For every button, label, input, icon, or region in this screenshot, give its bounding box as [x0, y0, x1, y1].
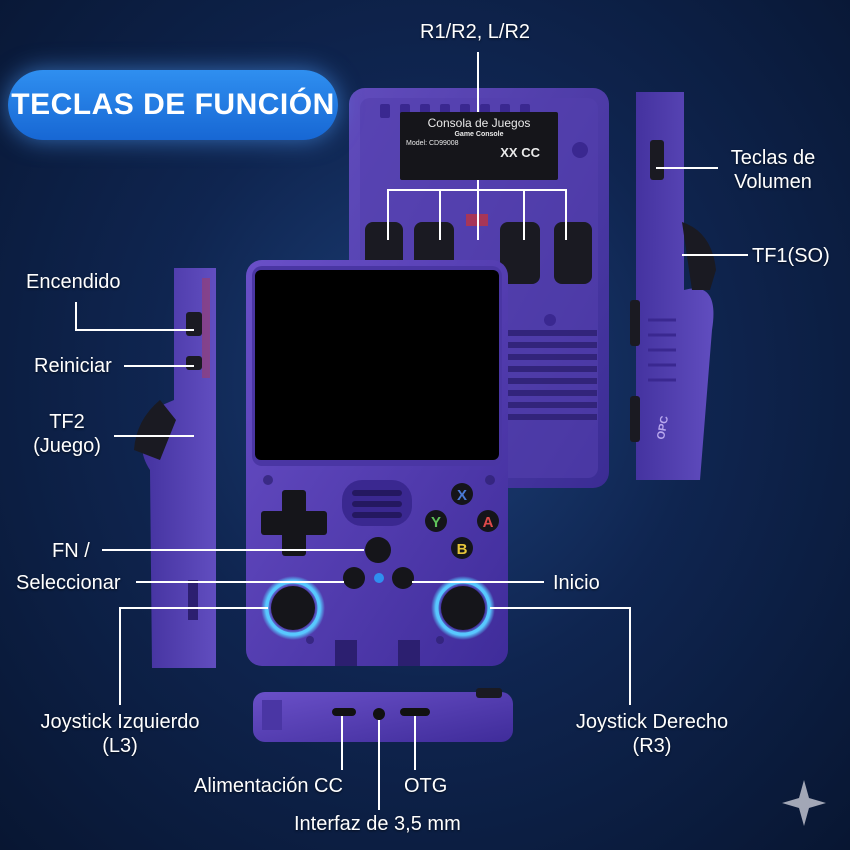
select-button[interactable] — [343, 567, 365, 589]
label-fn: FN / — [52, 540, 90, 562]
label-start: Inicio — [553, 572, 600, 594]
right-joystick[interactable] — [431, 576, 495, 640]
otg-port — [400, 708, 430, 716]
sparkle-icon — [782, 780, 826, 826]
label-reset: Reiniciar — [34, 355, 112, 377]
sticker-model: Model: CD99008 — [406, 140, 459, 147]
label-volume-line2: Volumen — [734, 171, 812, 193]
label-right-joystick: Joystick Derecho (R3) — [560, 710, 744, 758]
fn-button[interactable] — [365, 537, 391, 563]
power-led — [374, 573, 384, 583]
label-power: Encendido — [26, 271, 121, 293]
side-print: OPC — [655, 415, 671, 441]
button-y-label: Y — [431, 514, 441, 531]
button-x-label: X — [457, 487, 467, 504]
label-dc-power: Alimentación CC — [194, 775, 343, 797]
label-volume: Teclas de Volumen — [722, 146, 824, 194]
label-left-joystick: Joystick Izquierdo (L3) — [22, 710, 218, 758]
sticker-title: Consola de Juegos — [427, 116, 531, 130]
button-b-label: B — [457, 541, 468, 558]
dpad[interactable] — [261, 490, 327, 556]
label-tf2-line2: (Juego) — [33, 435, 101, 457]
page-title: TECLAS DE FUNCIÓN — [8, 70, 338, 140]
label-tf2: TF2 (Juego) — [26, 410, 108, 458]
label-right-joystick-line1: Joystick Derecho — [575, 711, 729, 733]
front-view — [246, 260, 508, 666]
button-a-label: A — [483, 514, 494, 531]
sticker-mark: XX CC — [500, 145, 540, 160]
right-side-view — [630, 92, 716, 480]
label-top-triggers: R1/R2, L/R2 — [420, 21, 531, 43]
label-left-joystick-line1: Joystick Izquierdo — [40, 711, 200, 733]
label-otg: OTG — [404, 775, 448, 797]
screen — [255, 270, 499, 460]
left-joystick[interactable] — [261, 576, 325, 640]
label-right-joystick-line2: (R3) — [632, 735, 672, 757]
label-audio-jack: Interfaz de 3,5 mm — [294, 813, 461, 835]
audio-jack — [373, 708, 385, 720]
label-select: Seleccionar — [16, 572, 121, 594]
bottom-view — [253, 688, 513, 742]
back-sticker: Consola de Juegos Game Console Model: CD… — [400, 112, 558, 180]
face-buttons[interactable] — [425, 483, 499, 559]
left-side-view — [134, 268, 216, 668]
label-tf1: TF1(SO) — [752, 245, 830, 267]
label-left-joystick-line2: (L3) — [102, 735, 138, 757]
callout-lines — [75, 52, 748, 810]
label-volume-line1: Teclas de — [730, 147, 816, 169]
label-tf2-line1: TF2 — [49, 411, 85, 433]
sticker-subtitle: Game Console — [454, 131, 504, 138]
dc-power-port — [332, 708, 356, 716]
start-button[interactable] — [392, 567, 414, 589]
